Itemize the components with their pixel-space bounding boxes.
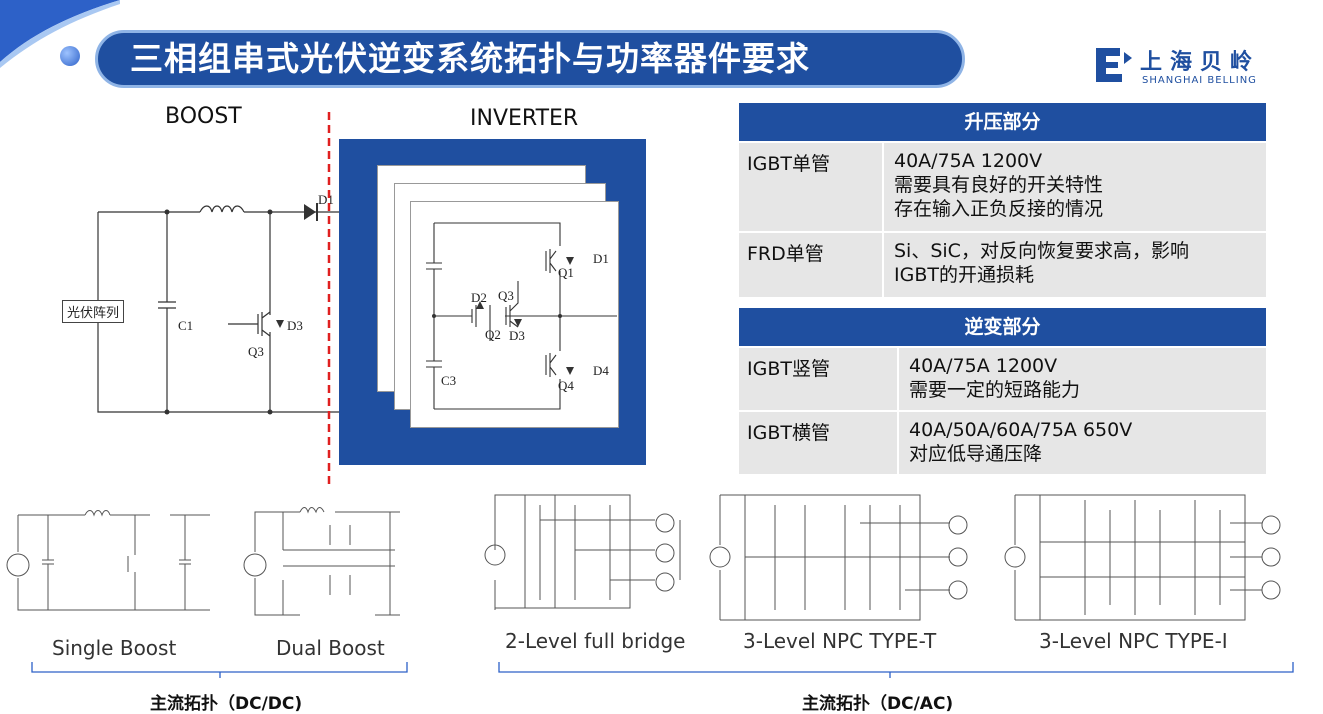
dcdc-group-label: 主流拓扑（DC/DC) xyxy=(150,694,303,714)
boost-circuit-diagram xyxy=(97,203,340,415)
spec-line: Si、SiC，对反向恢复要求高，影响 xyxy=(894,240,1189,262)
logo-text-cn: 上海贝岭 xyxy=(1140,50,1261,75)
inv-q4-label: Q4 xyxy=(558,378,574,393)
inv-q2-label: Q2 xyxy=(485,327,501,342)
table-row: IGBT横管 40A/50A/60A/75A 650V 对应低导通压降 xyxy=(739,410,1266,474)
spec-line: 需要具有良好的开关特性 xyxy=(894,174,1104,196)
company-logo-icon xyxy=(1096,48,1132,82)
spec-cell: 40A/75A 1200V 需要一定的短路能力 xyxy=(899,348,1266,410)
inv-c3-label: C3 xyxy=(441,373,457,388)
spec-cell: 40A/50A/60A/75A 650V 对应低导通压降 xyxy=(899,412,1266,474)
table-row: FRD单管 Si、SiC，对反向恢复要求高，影响 IGBT的开通损耗 xyxy=(739,231,1266,297)
inv-d3-label: D3 xyxy=(509,328,525,343)
dcac-group-label: 主流拓扑（DC/AC) xyxy=(802,694,954,714)
npc-type-i-caption: 3-Level NPC TYPE-I xyxy=(1039,629,1228,653)
dual-boost-caption: Dual Boost xyxy=(276,636,385,660)
boost-q3-label: Q3 xyxy=(248,344,264,359)
title-bullet xyxy=(60,46,80,66)
device-cell: IGBT横管 xyxy=(739,412,899,474)
spec-line: 40A/75A 1200V xyxy=(894,150,1043,172)
spec-line: 40A/75A 1200V xyxy=(909,355,1058,377)
spec-cell: Si、SiC，对反向恢复要求高，影响 IGBT的开通损耗 xyxy=(884,233,1266,297)
inv-d1-label: D1 xyxy=(593,251,609,266)
npc-type-t-caption: 3-Level NPC TYPE-T xyxy=(743,629,937,653)
spec-line: 存在输入正负反接的情况 xyxy=(894,198,1104,220)
inv-d2-label: D2 xyxy=(471,290,487,305)
corner-decoration xyxy=(0,0,120,68)
inverter-phase-card-3 xyxy=(410,201,619,428)
spec-line: 40A/50A/60A/75A 650V xyxy=(909,419,1133,441)
boost-c1-label: C1 xyxy=(178,318,194,333)
inv-q3-label: Q3 xyxy=(498,288,514,303)
title-banner xyxy=(95,30,965,88)
topology-thumbnails xyxy=(6,494,1281,621)
inverter-table-header: 逆变部分 xyxy=(739,308,1266,346)
page-title: 三相组串式光伏逆变系统拓扑与功率器件要求 xyxy=(130,39,810,78)
spec-line: 需要一定的短路能力 xyxy=(909,379,1081,401)
single-boost-caption: Single Boost xyxy=(52,636,177,660)
device-cell: IGBT竖管 xyxy=(739,348,899,410)
table-row: IGBT竖管 40A/75A 1200V 需要一定的短路能力 xyxy=(739,346,1266,410)
inv-d4-label: D4 xyxy=(593,363,609,378)
inverter-spec-table: 逆变部分 IGBT竖管 40A/75A 1200V 需要一定的短路能力 IGBT… xyxy=(739,308,1266,474)
group-braces xyxy=(31,662,1294,678)
device-cell: IGBT单管 xyxy=(739,143,884,231)
device-cell: FRD单管 xyxy=(739,233,884,297)
divider-line xyxy=(327,112,331,484)
boost-label: BOOST xyxy=(165,104,242,129)
pv-array-label: 光伏阵列 xyxy=(62,300,125,323)
inverter-label: INVERTER xyxy=(470,106,579,131)
boost-d3-label: D3 xyxy=(287,318,303,333)
spec-cell: 40A/75A 1200V 需要具有良好的开关特性 存在输入正负反接的情况 xyxy=(884,143,1266,231)
inv-q1-label: Q1 xyxy=(558,265,574,280)
logo-text-en: SHANGHAI BELLING xyxy=(1142,75,1257,86)
spec-line: 对应低导通压降 xyxy=(909,443,1043,465)
boost-spec-table: 升压部分 IGBT单管 40A/75A 1200V 需要具有良好的开关特性 存在… xyxy=(739,103,1266,297)
two-level-caption: 2-Level full bridge xyxy=(505,629,686,653)
spec-line: IGBT的开通损耗 xyxy=(894,264,1034,286)
inverter-circuit xyxy=(426,222,617,410)
table-row: IGBT单管 40A/75A 1200V 需要具有良好的开关特性 存在输入正负反… xyxy=(739,141,1266,231)
boost-table-header: 升压部分 xyxy=(739,103,1266,141)
